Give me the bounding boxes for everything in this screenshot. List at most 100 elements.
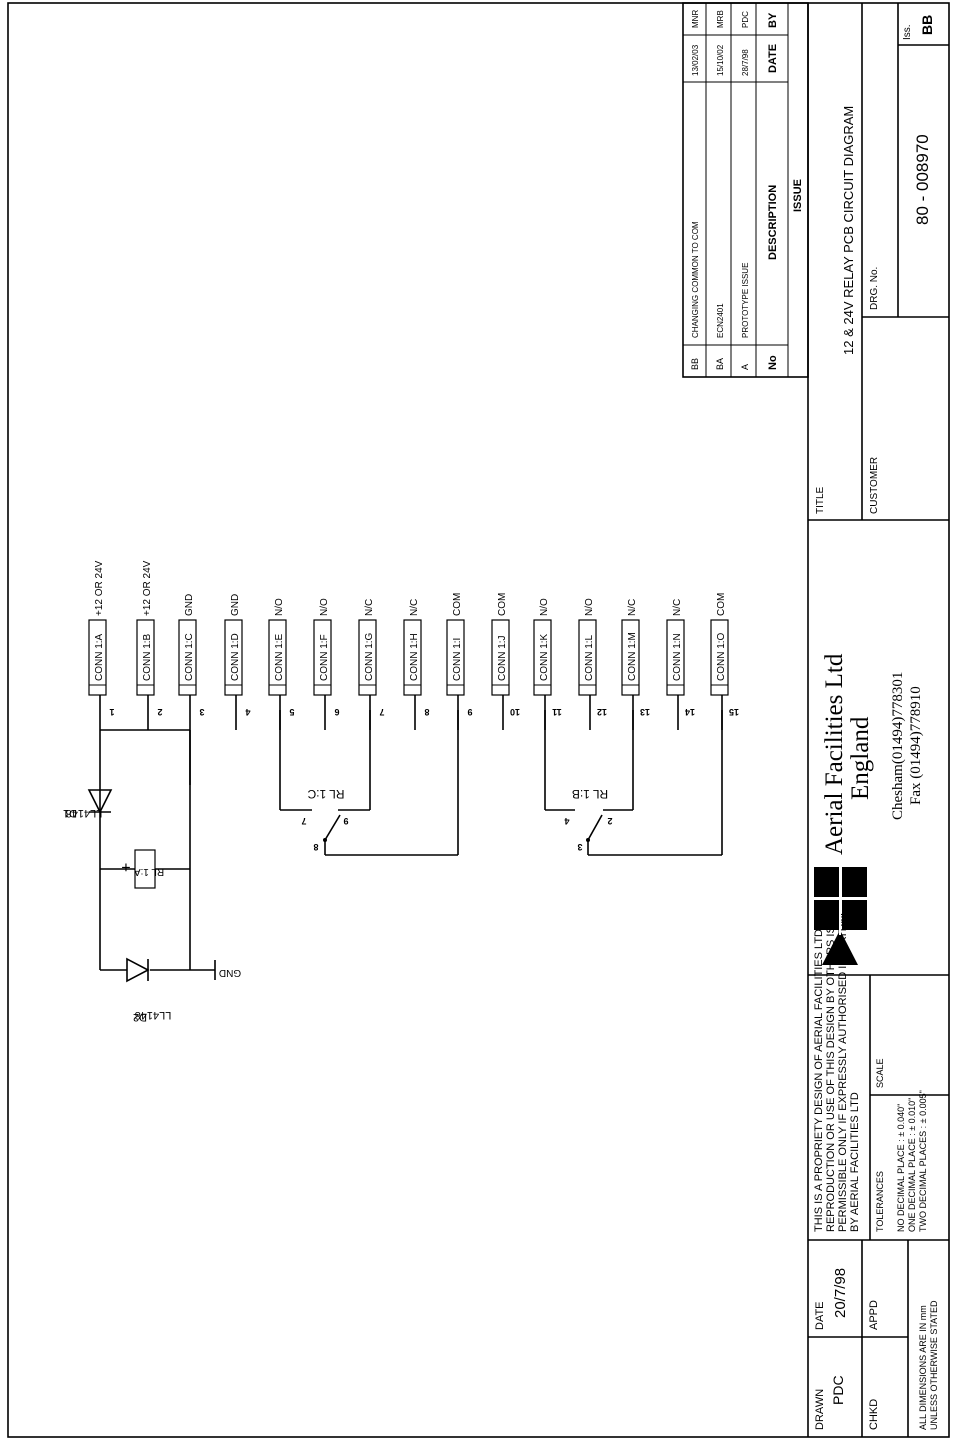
issue-table-title: ISSUE [792,179,804,212]
connector-signal: N/O [584,598,595,616]
connector-box [358,619,377,696]
diode-d1-ref: D1 [63,807,77,819]
connector-pin-number: 4 [245,707,250,717]
relay-c-pin-c: 8 [313,842,318,852]
connector-pin-number: 11 [552,707,562,717]
connector-pin-number: 13 [640,707,650,717]
connector-ref: CONN 1:J [497,635,508,681]
connector-pin-number: 15 [729,707,739,717]
sheet-border [7,2,950,1438]
relay-coil-ref: RL 1:A [134,866,165,877]
connector-signal: COM [716,593,727,616]
connector-ref: CONN 1:A [94,633,105,681]
connector-pin-number: 1 [109,707,114,717]
diode-d2-symbol [126,957,150,983]
drawing-title: 12 & 24V RELAY PCB CIRCUIT DIAGRAM [841,106,856,355]
connector-pin-number: 3 [199,707,204,717]
connector-box [178,619,197,696]
tolerance-1: ONE DECIMAL PLACE : ± 0.010" [907,1098,917,1232]
relay-b-pin-b: 2 [607,816,612,826]
customer-label: CUSTOMER [869,457,880,514]
connector-pin-number: 8 [424,707,429,717]
relay-c-blade [324,814,341,841]
relay-b-ref: RL 1:B [572,787,608,801]
company-name: Aerial Facilities Ltd [821,653,848,855]
connector-ref: CONN 1:K [539,633,550,681]
connector-pin-number: 5 [289,707,294,717]
connector-ref: CONN 1:E [274,633,285,681]
connector-pin-number: 2 [157,707,162,717]
company-fax: Fax (01494)778910 [908,686,924,805]
issue-cell-description: CHANGING COMMON TO COM [691,221,700,338]
issue-header-description: DESCRIPTION [767,185,779,260]
relay-c-pin-a: 7 [301,816,306,826]
connector-ref: CONN 1:D [230,633,241,681]
tolerances-label: TOLERANCES [875,1171,885,1232]
connector-box [710,619,729,696]
company-phone: Chesham(01494)778301 [890,672,906,820]
connector-box [136,619,155,696]
diode-d1-part: LL4148 [66,807,103,819]
issue-cell-by: MNR [691,10,700,28]
chkd-label: CHKD [868,1399,880,1430]
connector-pin: 1 CONN 1:A +12 OR 24V [88,560,115,730]
issue-cell-no: BB [690,358,700,370]
connector-ref: CONN 1:N [672,633,683,681]
connector-ref: CONN 1:B [142,633,153,681]
date-label: DATE [814,1301,826,1330]
issue-header-date: DATE [767,44,779,73]
date-value: 20/7/98 [832,1268,849,1318]
connector-box [533,619,552,696]
connector-pin: 11 CONN 1:K N/O [533,598,562,730]
issue-cell-by: PDC [741,11,750,28]
connector-signal: N/C [364,599,375,616]
drawn-value: PDC [830,1375,846,1405]
issue-cell-date: 15/10/02 [716,44,725,76]
connector-box [666,619,685,696]
issue-row: A PROTOTYPE ISSUE 28/7/98 PDC [740,11,750,370]
connector-box [224,619,243,696]
relay-coil-polarity: + [121,858,130,875]
connector-box [268,619,287,696]
drawn-label: DRAWN [814,1389,826,1430]
connector-ref: CONN 1:M [627,632,638,681]
connector-ref: CONN 1:I [452,638,463,681]
connector-pin-number: 7 [379,707,384,717]
connector-box [621,619,640,696]
relay-c-pin-b: 9 [343,816,348,826]
relay-b-contact: RL 1:B 4 2 3 [544,710,723,856]
issue-cell-description: PROTOTYPE ISSUE [741,263,750,338]
connector-pin-number: 14 [685,707,695,717]
notice-line-4: BY AERIAL FACILITIES LTD [849,1092,861,1232]
relay-b-blade [587,814,603,841]
connector-pin-number: 12 [597,707,607,717]
drg-label: DRG. No. [869,267,880,310]
iss-value: BB [919,15,935,35]
title-block: DRAWN PDC DATE 20/7/98 CHKD APPD ALL DIM… [807,3,949,1437]
diode-d2-part: LL4148 [135,1009,172,1021]
issue-cell-no: BA [715,358,725,370]
dims-line2: UNLESS OTHERWISE STATED [929,1300,939,1430]
connector-ref: CONN 1:G [364,632,375,681]
dims-line1: ALL DIMENSIONS ARE IN mm [918,1305,928,1430]
connector-signal: COM [497,593,508,616]
issue-cell-no: A [740,364,750,370]
connector-ref: CONN 1:H [409,633,420,681]
connector-signal: N/O [539,598,550,616]
connector-pin: 7 CONN 1:G N/C [358,599,385,730]
connector-signal: N/C [672,599,683,616]
issue-cell-date: 28/7/98 [741,49,750,76]
connector-signal: +12 OR 24V [94,560,105,616]
connector-ref: CONN 1:C [184,633,195,681]
